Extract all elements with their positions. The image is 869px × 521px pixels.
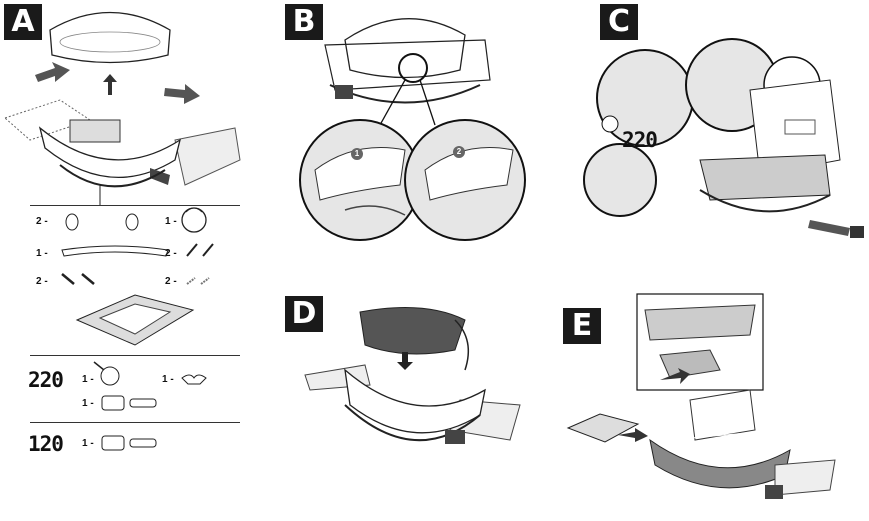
drip-tray-illustration xyxy=(566,293,836,499)
drip-tray-icon xyxy=(75,294,195,346)
igniter-icon xyxy=(101,395,157,411)
step-label-c: C xyxy=(600,4,638,40)
nut-icon xyxy=(186,277,210,285)
regulator-icon xyxy=(850,226,864,238)
arrow-down-icon xyxy=(397,352,413,370)
qty-igniter-220: 1 - xyxy=(82,398,94,409)
qty-wingnut: 1 - xyxy=(162,374,174,385)
handle-cap-icon xyxy=(65,213,139,231)
model-220-callout: 220 xyxy=(622,128,658,152)
step-label-d: D xyxy=(285,296,323,332)
qty-handle: 1 - xyxy=(36,248,48,259)
qty-knob: 1 - xyxy=(165,216,177,227)
grill-exploded-illustration xyxy=(4,11,241,205)
qty-gauge: 1 - xyxy=(82,374,94,385)
divider-120 xyxy=(30,422,240,423)
control-knob-icon xyxy=(181,207,207,233)
model-220-label: 220 xyxy=(28,368,64,392)
arrow-left-icon xyxy=(35,62,70,82)
grill-lid-illustration xyxy=(299,18,526,241)
qty-igniter-120: 1 - xyxy=(82,438,94,449)
arrow-icon xyxy=(808,220,850,236)
screw-icon xyxy=(61,273,95,285)
panel-c: C 220 xyxy=(580,0,869,260)
wing-nut-icon xyxy=(181,374,207,385)
igniter-icon xyxy=(101,435,157,451)
callout-two: 2 xyxy=(453,146,465,158)
grill-grate-illustration xyxy=(304,307,521,444)
arrow-right-icon xyxy=(164,84,200,104)
qty-nuts: 2 - xyxy=(165,276,177,287)
panel-e: E xyxy=(560,290,869,521)
model-120-label: 120 xyxy=(28,432,64,456)
lid-handle-icon xyxy=(61,245,169,257)
panel-b: B 1 2 xyxy=(285,0,545,260)
parts-bracket-top xyxy=(30,205,240,206)
callout-one: 1 xyxy=(351,148,363,160)
thermometer-icon xyxy=(93,361,120,386)
qty-screws: 2 - xyxy=(36,276,48,287)
regulator-icon xyxy=(150,168,170,185)
arrow-right-icon xyxy=(618,428,648,442)
step-label-e: E xyxy=(563,308,601,344)
divider-220 xyxy=(30,355,240,356)
qty-handle-caps: 2 - xyxy=(36,216,48,227)
qty-pins: 2 - xyxy=(165,248,177,259)
step-label-a: A xyxy=(4,4,42,40)
step-label-b: B xyxy=(285,4,323,40)
pin-icon xyxy=(186,243,214,257)
arrow-up-icon xyxy=(103,74,117,95)
panel-d: D xyxy=(285,290,545,521)
panel-a: A 2 - 1 - 1 - 2 - 2 - xyxy=(0,0,260,521)
arrow-icon xyxy=(660,368,690,384)
hand-icon xyxy=(344,205,406,216)
grill-assembly-illustration xyxy=(583,38,864,238)
thermometer-icon xyxy=(601,115,619,133)
